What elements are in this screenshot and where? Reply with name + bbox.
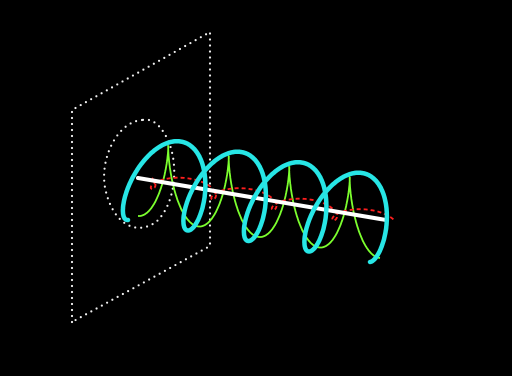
- dotted-circle-outline: [104, 120, 174, 228]
